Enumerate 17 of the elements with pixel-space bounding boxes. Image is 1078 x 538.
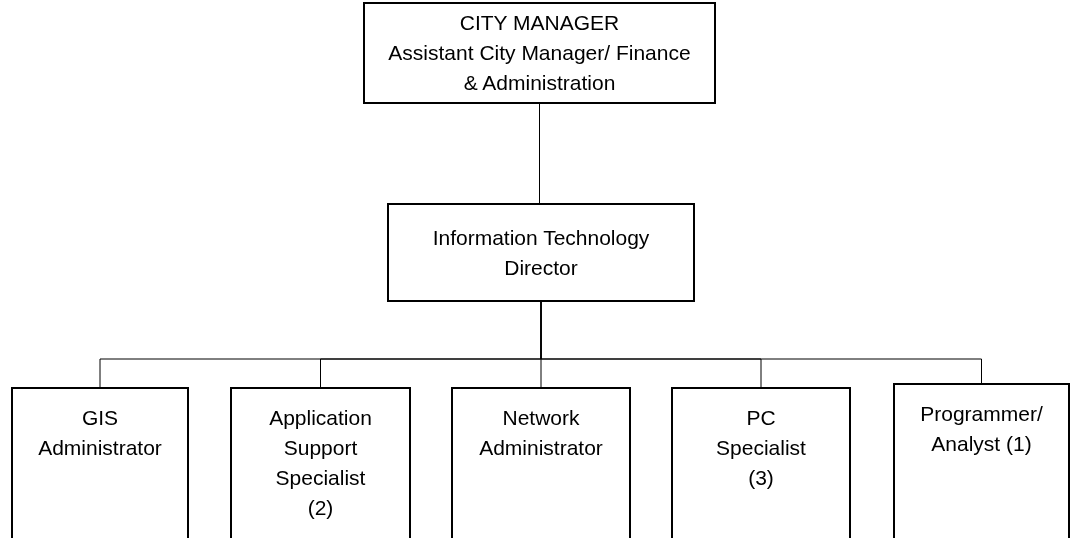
position-box (387, 203, 695, 302)
position-box (893, 383, 1070, 538)
connector-line (540, 301, 982, 384)
position-title: Network Administrator (479, 405, 603, 461)
position-box (11, 387, 189, 538)
position-title: CITY MANAGER (459, 10, 620, 36)
position-title: Application Support Specialist (2) (269, 405, 372, 521)
position-title: GIS Administrator (38, 405, 162, 461)
position-title: PC Specialist (3) (716, 405, 806, 491)
connector-line (539, 103, 540, 204)
position-box (451, 387, 631, 538)
position-title: Information Technology Director (431, 224, 651, 281)
position-box (230, 387, 411, 538)
position-box (363, 2, 716, 104)
position-title: Programmer/ Analyst (1) (920, 401, 1043, 457)
position-title: Assistant City Manager/ Finance & Administration (387, 40, 692, 96)
position-box (671, 387, 851, 538)
